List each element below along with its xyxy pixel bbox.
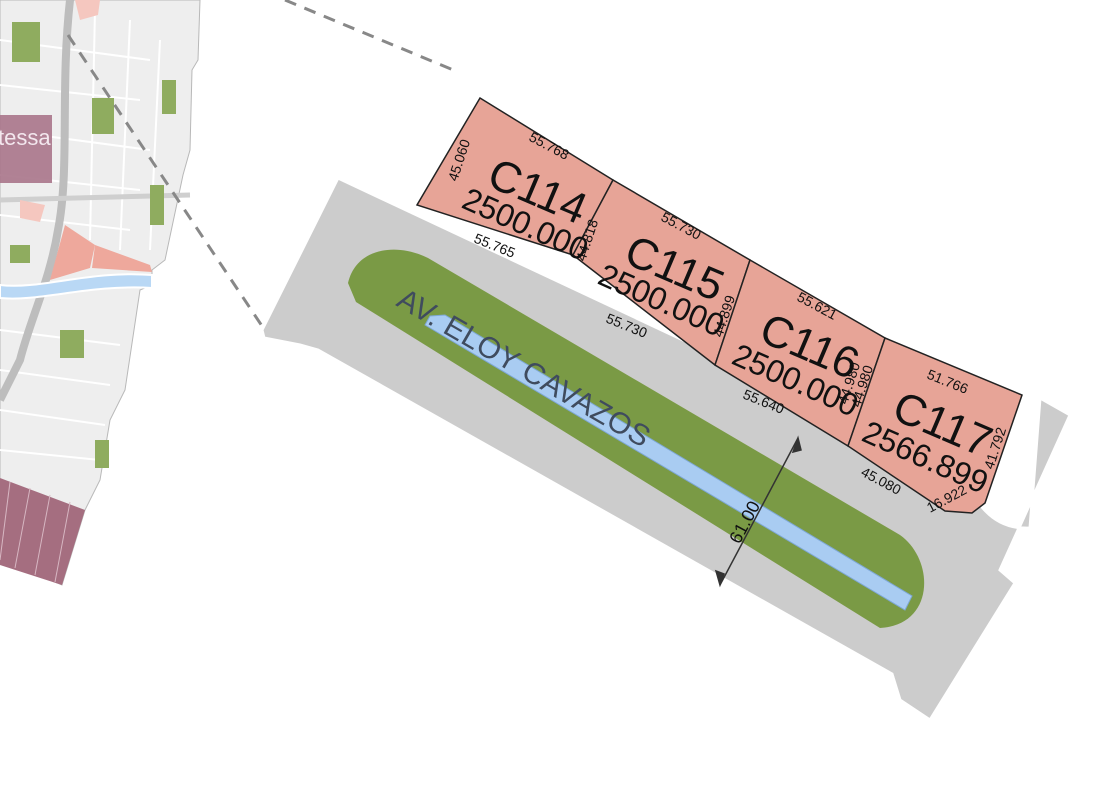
inset-key-map: tessa xyxy=(0,0,201,586)
lot-c117[interactable] xyxy=(847,337,1023,514)
lots xyxy=(415,96,1023,514)
canal xyxy=(424,314,913,611)
callout-lines xyxy=(66,0,459,327)
inset-development-label: tessa xyxy=(0,125,51,150)
road-width-dimension xyxy=(714,435,802,588)
